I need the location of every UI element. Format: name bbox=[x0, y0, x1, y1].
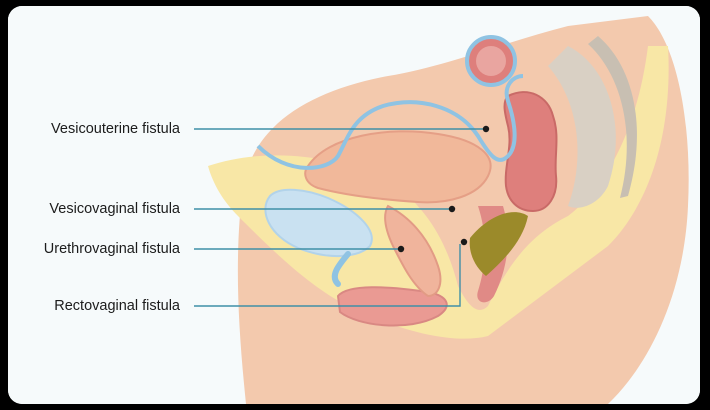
peritoneum-line bbox=[256, 74, 524, 170]
uterus bbox=[304, 130, 492, 204]
label-vesicovaginal-fistula: Vesicovaginal fistula bbox=[49, 201, 180, 217]
label-vesicouterine-fistula: Vesicouterine fistula bbox=[51, 121, 180, 137]
fat-layer bbox=[208, 46, 669, 339]
sigmoid-colon bbox=[503, 91, 558, 213]
pelvis-anatomy-diagram bbox=[8, 6, 700, 404]
sacrum-band-inner bbox=[588, 36, 637, 198]
marker-urethrovaginal bbox=[397, 245, 405, 253]
bladder bbox=[264, 188, 373, 258]
leader-rectovaginal bbox=[194, 244, 461, 307]
vagina bbox=[384, 204, 442, 298]
marker-rectovaginal bbox=[460, 238, 468, 246]
urethra bbox=[331, 251, 351, 287]
illustration-card: Vesicouterine fistula Vesicovaginal fist… bbox=[8, 6, 700, 404]
bowel-loop-inner bbox=[476, 46, 506, 76]
stool bbox=[469, 212, 528, 276]
label-urethrovaginal-fistula: Urethrovaginal fistula bbox=[43, 241, 180, 257]
sacrum-band bbox=[548, 46, 616, 208]
leader-lines bbox=[194, 128, 486, 307]
fistula-markers bbox=[397, 125, 490, 253]
label-rectovaginal-fistula: Rectovaginal fistula bbox=[54, 298, 180, 314]
marker-vesicouterine bbox=[482, 125, 490, 133]
marker-vesicovaginal bbox=[448, 205, 456, 213]
